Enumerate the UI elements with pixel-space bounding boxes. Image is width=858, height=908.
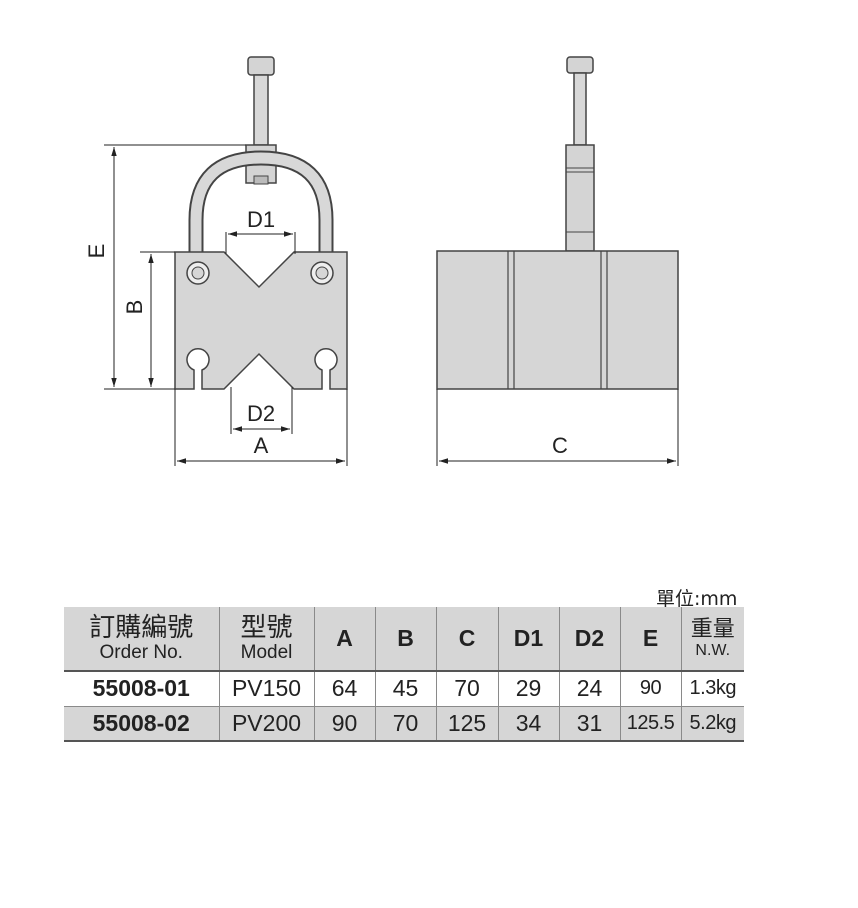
cell-weight: 5.2kg: [680, 706, 744, 741]
cell-e: 125.5: [619, 706, 681, 741]
dim-label-d1: D1: [247, 207, 275, 232]
cell-order-no: 55008-01: [92, 675, 190, 702]
header-model: 型號 Model: [218, 607, 314, 671]
header-d1: D1: [497, 607, 559, 671]
header-e: E: [619, 607, 681, 671]
cell-c: 70: [435, 671, 498, 706]
header-b: B: [374, 607, 436, 671]
cell-order-no: 55008-02: [92, 709, 190, 736]
unit-label: 單位:mm: [656, 588, 738, 610]
table-row: 55008-01 PV150 64 45 70 29 24 90 1.3kg: [64, 671, 744, 706]
header-model-en: Model: [240, 642, 293, 663]
front-view: [174, 56, 348, 390]
cell-e: 90: [619, 671, 681, 706]
cell-b: 70: [374, 706, 436, 741]
header-weight-zh: 重量: [690, 616, 735, 642]
cell-c: 125: [435, 706, 498, 741]
header-d2: D2: [558, 607, 620, 671]
side-view: [436, 56, 679, 390]
dim-label-c: C: [552, 433, 568, 458]
dim-label-a: A: [254, 433, 269, 458]
cell-a: 90: [313, 706, 375, 741]
table-header-row: 訂購編號 Order No. 型號 Model A B C D1 D2 E 重量…: [64, 607, 744, 671]
cell-d2: 31: [558, 706, 620, 741]
dim-label-e: E: [84, 244, 109, 259]
cell-b: 45: [374, 671, 436, 706]
table-row: 55008-02 PV200 90 70 125 34 31 125.5 5.2…: [64, 706, 744, 741]
cell-weight: 1.3kg: [680, 671, 744, 706]
header-model-zh: 型號: [240, 613, 293, 643]
cell-model: PV150: [218, 671, 314, 706]
header-c: C: [435, 607, 498, 671]
side-dimensions: [436, 389, 679, 466]
front-dimensions: [104, 144, 348, 466]
header-order-no: 訂購編號 Order No.: [64, 607, 219, 671]
spec-table: 訂購編號 Order No. 型號 Model A B C D1 D2 E 重量…: [64, 607, 744, 742]
dim-label-b: B: [122, 300, 147, 315]
header-weight-en: N.W.: [695, 641, 731, 659]
header-order-en: Order No.: [99, 642, 183, 663]
header-order-zh: 訂購編號: [89, 613, 194, 643]
cell-d1: 34: [497, 706, 559, 741]
cell-d2: 24: [558, 671, 620, 706]
cell-model: PV200: [218, 706, 314, 741]
header-weight: 重量 N.W.: [680, 607, 744, 671]
cell-d1: 29: [497, 671, 559, 706]
dim-label-d2: D2: [247, 401, 275, 426]
technical-drawing: E B A C D1 D2: [84, 56, 679, 466]
header-a: A: [313, 607, 375, 671]
cell-a: 64: [313, 671, 375, 706]
